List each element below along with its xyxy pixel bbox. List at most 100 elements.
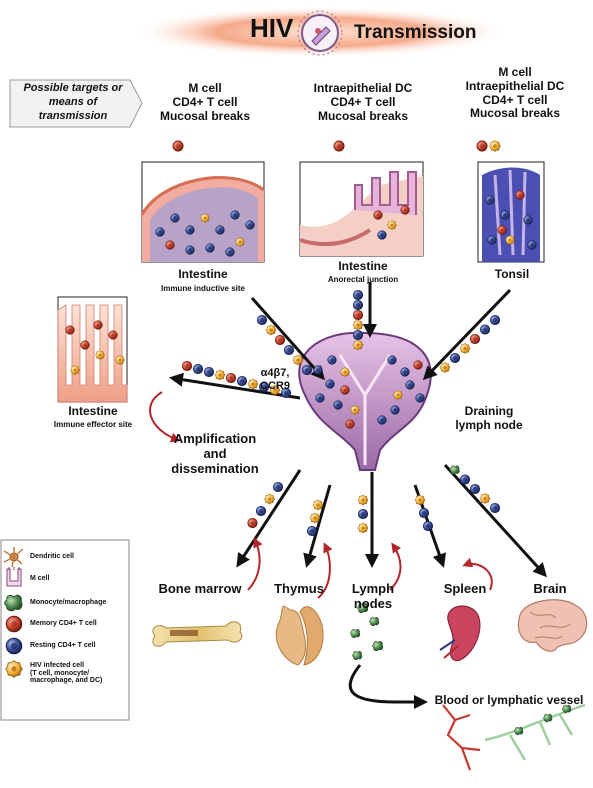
cell-icon (333, 400, 343, 410)
cell-icon (181, 360, 193, 372)
cell-icon (527, 240, 537, 250)
cell-icon (469, 333, 481, 345)
homing-receptors: α4β7, CCR9 (250, 367, 300, 392)
cell-icon (505, 235, 515, 245)
site2-target-1: Intraepithelial DC (313, 81, 413, 95)
site3-target-4: Mucosal breaks (469, 106, 561, 121)
arrow-to-vessel (348, 664, 428, 709)
cell-icon (108, 330, 118, 340)
site1-subtitle: Immune inductive site (160, 284, 246, 293)
node-label: Draining lymph node (444, 404, 534, 433)
cell-icon (479, 324, 491, 335)
lymph-node-shape (298, 331, 432, 471)
amplification-label: Amplification and dissemination (160, 431, 270, 477)
red-arrow-bone-marrow (247, 537, 263, 591)
cell-icon (515, 190, 525, 200)
cell-icon (301, 364, 313, 376)
m-cell-icon (6, 567, 22, 587)
cell-icon (292, 354, 304, 366)
cell-icon (352, 339, 364, 351)
cell-icon (115, 355, 125, 365)
organ-lymph-nodes: Lymph nodes (340, 581, 406, 612)
cell-icon (225, 247, 235, 257)
cell-icon (245, 220, 255, 230)
cell-icon (265, 324, 277, 336)
cell-icon (255, 505, 267, 517)
arrow-inductive-to-node (250, 297, 325, 381)
cell-icon (415, 393, 425, 403)
organ-brain: Brain (533, 581, 567, 596)
infected-cell-icon (5, 660, 23, 678)
memory-t-cell-icon (5, 615, 23, 633)
cell-icon (95, 350, 105, 360)
red-arrow-spleen (462, 557, 493, 591)
effector-subtitle: Immune effector site (53, 420, 133, 429)
cell-icon (65, 325, 75, 335)
cell-icon (283, 344, 295, 356)
cell-icon (313, 365, 323, 375)
cell-icon (256, 314, 268, 326)
cell-icon (400, 367, 410, 377)
cell-icon (235, 237, 245, 247)
vessel-image (442, 703, 586, 771)
brain-image (517, 599, 588, 652)
cell-icon (352, 299, 364, 311)
node-line-1: Draining (464, 404, 514, 418)
cell-icon (422, 520, 434, 532)
organ-spleen: Spleen (443, 581, 487, 596)
targets-box-shape (9, 79, 143, 128)
cell-icon (215, 225, 225, 235)
cell-icon (357, 508, 369, 520)
node-line-2: lymph node (455, 417, 523, 432)
legend-label-infected: HIV infected cell (T cell, monocyte/ mac… (30, 662, 102, 685)
cell-icon (357, 494, 369, 506)
legend-label-dendritic: Dendritic cell (30, 553, 74, 560)
site1-target-3: Mucosal breaks (159, 108, 251, 123)
arrow-tonsil-to-node (422, 288, 512, 381)
organ-thymus: Thymus (274, 581, 324, 596)
legend-label-monocyte: Monocyte/macrophage (30, 599, 107, 606)
effector-name: Intestine (68, 404, 118, 418)
cell-icon (274, 334, 286, 346)
cell-icon (203, 366, 215, 378)
red-arrow-amplification (149, 391, 181, 443)
cell-icon (192, 363, 204, 375)
cell-icon (352, 289, 364, 301)
panel-anorectal (299, 161, 424, 257)
cell-icon (487, 235, 497, 245)
organ-bone-marrow: Bone marrow (158, 581, 242, 596)
legend-infected-line-3: macrophage, and DC) (30, 677, 103, 685)
cell-icon (345, 419, 355, 429)
hiv-virus-icon (297, 10, 343, 56)
cell-icon (387, 355, 397, 365)
site3-name: Tonsil (494, 267, 530, 281)
lymph-nodes-line-1: Lymph (351, 581, 395, 596)
cell-icon (500, 210, 510, 220)
cell-icon (185, 225, 195, 235)
cell-icon (315, 393, 325, 403)
cell-icon (93, 320, 103, 330)
site2-target-2: CD4+ T cell (330, 94, 396, 109)
site2-subtitle: Anorectal junction (327, 275, 399, 284)
legend-label-resting: Resting CD4+ T cell (30, 642, 96, 649)
legend-icons (3, 547, 24, 678)
cell-icon (352, 329, 364, 341)
homing-line-2: CCR9 (260, 379, 290, 392)
cell-icon (272, 481, 284, 493)
cell-icon (327, 355, 337, 365)
site2-targets: Intraepithelial DC CD4+ T cell Mucosal b… (300, 81, 426, 123)
title-hiv: HIV (250, 13, 294, 43)
vessel-label: Blood or lymphatic vessel (434, 693, 584, 707)
site3-target-2: Intraepithelial DC (465, 78, 565, 93)
cell-icon (418, 507, 430, 519)
cell-icon (459, 474, 471, 485)
cell-icon (485, 195, 495, 205)
legend-infected-line-1: HIV infected cell (30, 662, 85, 669)
cell-icon (225, 372, 237, 384)
amplification-line-2: and (203, 445, 227, 461)
cell-icon (350, 405, 360, 415)
site1-name: Intestine (178, 267, 228, 281)
cell-icon (309, 512, 321, 524)
cell-icon (165, 240, 175, 250)
